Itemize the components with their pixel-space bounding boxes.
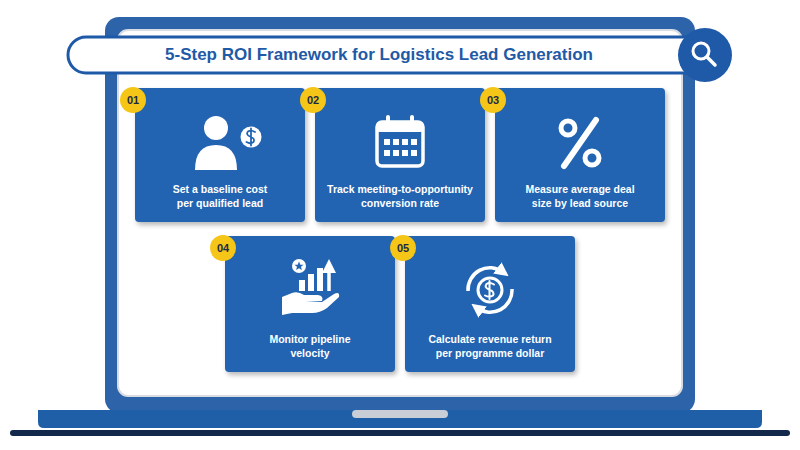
laptop-base xyxy=(38,410,762,428)
step-card: Measure average deal size by lead source… xyxy=(495,88,665,222)
step-number-badge: 02 xyxy=(300,87,326,113)
percent-ring xyxy=(561,121,575,135)
step-card: Track meeting-to-opportunity conversion … xyxy=(315,88,485,222)
calendar-day xyxy=(393,139,399,145)
calendar-day xyxy=(411,150,417,156)
calendar-header xyxy=(377,122,423,132)
person-body xyxy=(195,145,237,170)
calendar-ring xyxy=(410,115,414,126)
laptop-screen-frame xyxy=(105,17,695,413)
magnifier-handle xyxy=(707,57,715,65)
search-bar xyxy=(68,37,708,73)
percent-icon xyxy=(561,120,599,166)
growth-bar xyxy=(299,280,305,291)
step-description: Calculate revenue return per programme d… xyxy=(420,332,560,360)
percent-ring xyxy=(585,151,599,165)
calendar-day xyxy=(384,150,390,156)
hand-shape xyxy=(282,292,339,315)
calendar-day xyxy=(402,150,408,156)
growth-bar xyxy=(317,268,323,291)
step-card: Monitor pipeline velocity04 xyxy=(225,236,395,372)
calendar-day xyxy=(393,150,399,156)
laptop-screen xyxy=(118,30,682,396)
cycle-arrow xyxy=(477,289,512,312)
step-number: 04 xyxy=(217,242,229,254)
step-number: 03 xyxy=(487,94,499,106)
star-badge xyxy=(292,259,306,273)
growth-bar xyxy=(308,274,314,291)
person-cost-icon xyxy=(195,116,264,170)
coin-outline xyxy=(478,278,502,302)
step-number-badge: 05 xyxy=(390,235,416,261)
calendar-day xyxy=(384,139,390,145)
step-number-badge: 03 xyxy=(480,87,506,113)
growth-arrow xyxy=(327,266,331,291)
step-number: 02 xyxy=(307,94,319,106)
percent-slash xyxy=(564,120,596,166)
step-number-badge: 01 xyxy=(120,87,146,113)
cycle-arrow xyxy=(468,268,503,291)
step-card: Calculate revenue return per programme d… xyxy=(405,236,575,372)
step-description: Set a baseline cost per qualified lead xyxy=(164,182,276,210)
diagram-title: 5-Step ROI Framework for Logistics Lead … xyxy=(70,40,688,70)
person-head xyxy=(204,116,228,140)
calendar-ring xyxy=(386,115,390,126)
star-symbol xyxy=(295,262,304,271)
dollar-symbol xyxy=(485,281,494,299)
step-number: 01 xyxy=(127,94,139,106)
step-number-badge: 04 xyxy=(210,235,236,261)
laptop-shadow-line xyxy=(10,430,790,436)
search-button xyxy=(678,28,732,82)
calendar-frame xyxy=(377,122,423,166)
step-card: Set a baseline cost per qualified lead01 xyxy=(135,88,305,222)
growth-hand-icon xyxy=(282,259,339,315)
calendar-icon xyxy=(377,115,423,166)
calendar-day xyxy=(402,139,408,145)
dollar-symbol xyxy=(247,129,256,146)
coin xyxy=(241,127,262,148)
laptop-notch xyxy=(352,410,448,418)
step-number: 05 xyxy=(397,242,409,254)
coin-ring xyxy=(238,124,264,150)
step-description: Track meeting-to-opportunity conversion … xyxy=(318,182,483,210)
step-description: Measure average deal size by lead source xyxy=(517,182,643,210)
calendar-day xyxy=(411,139,417,145)
step-description: Monitor pipeline velocity xyxy=(260,332,360,360)
revenue-cycle-icon xyxy=(468,268,512,313)
